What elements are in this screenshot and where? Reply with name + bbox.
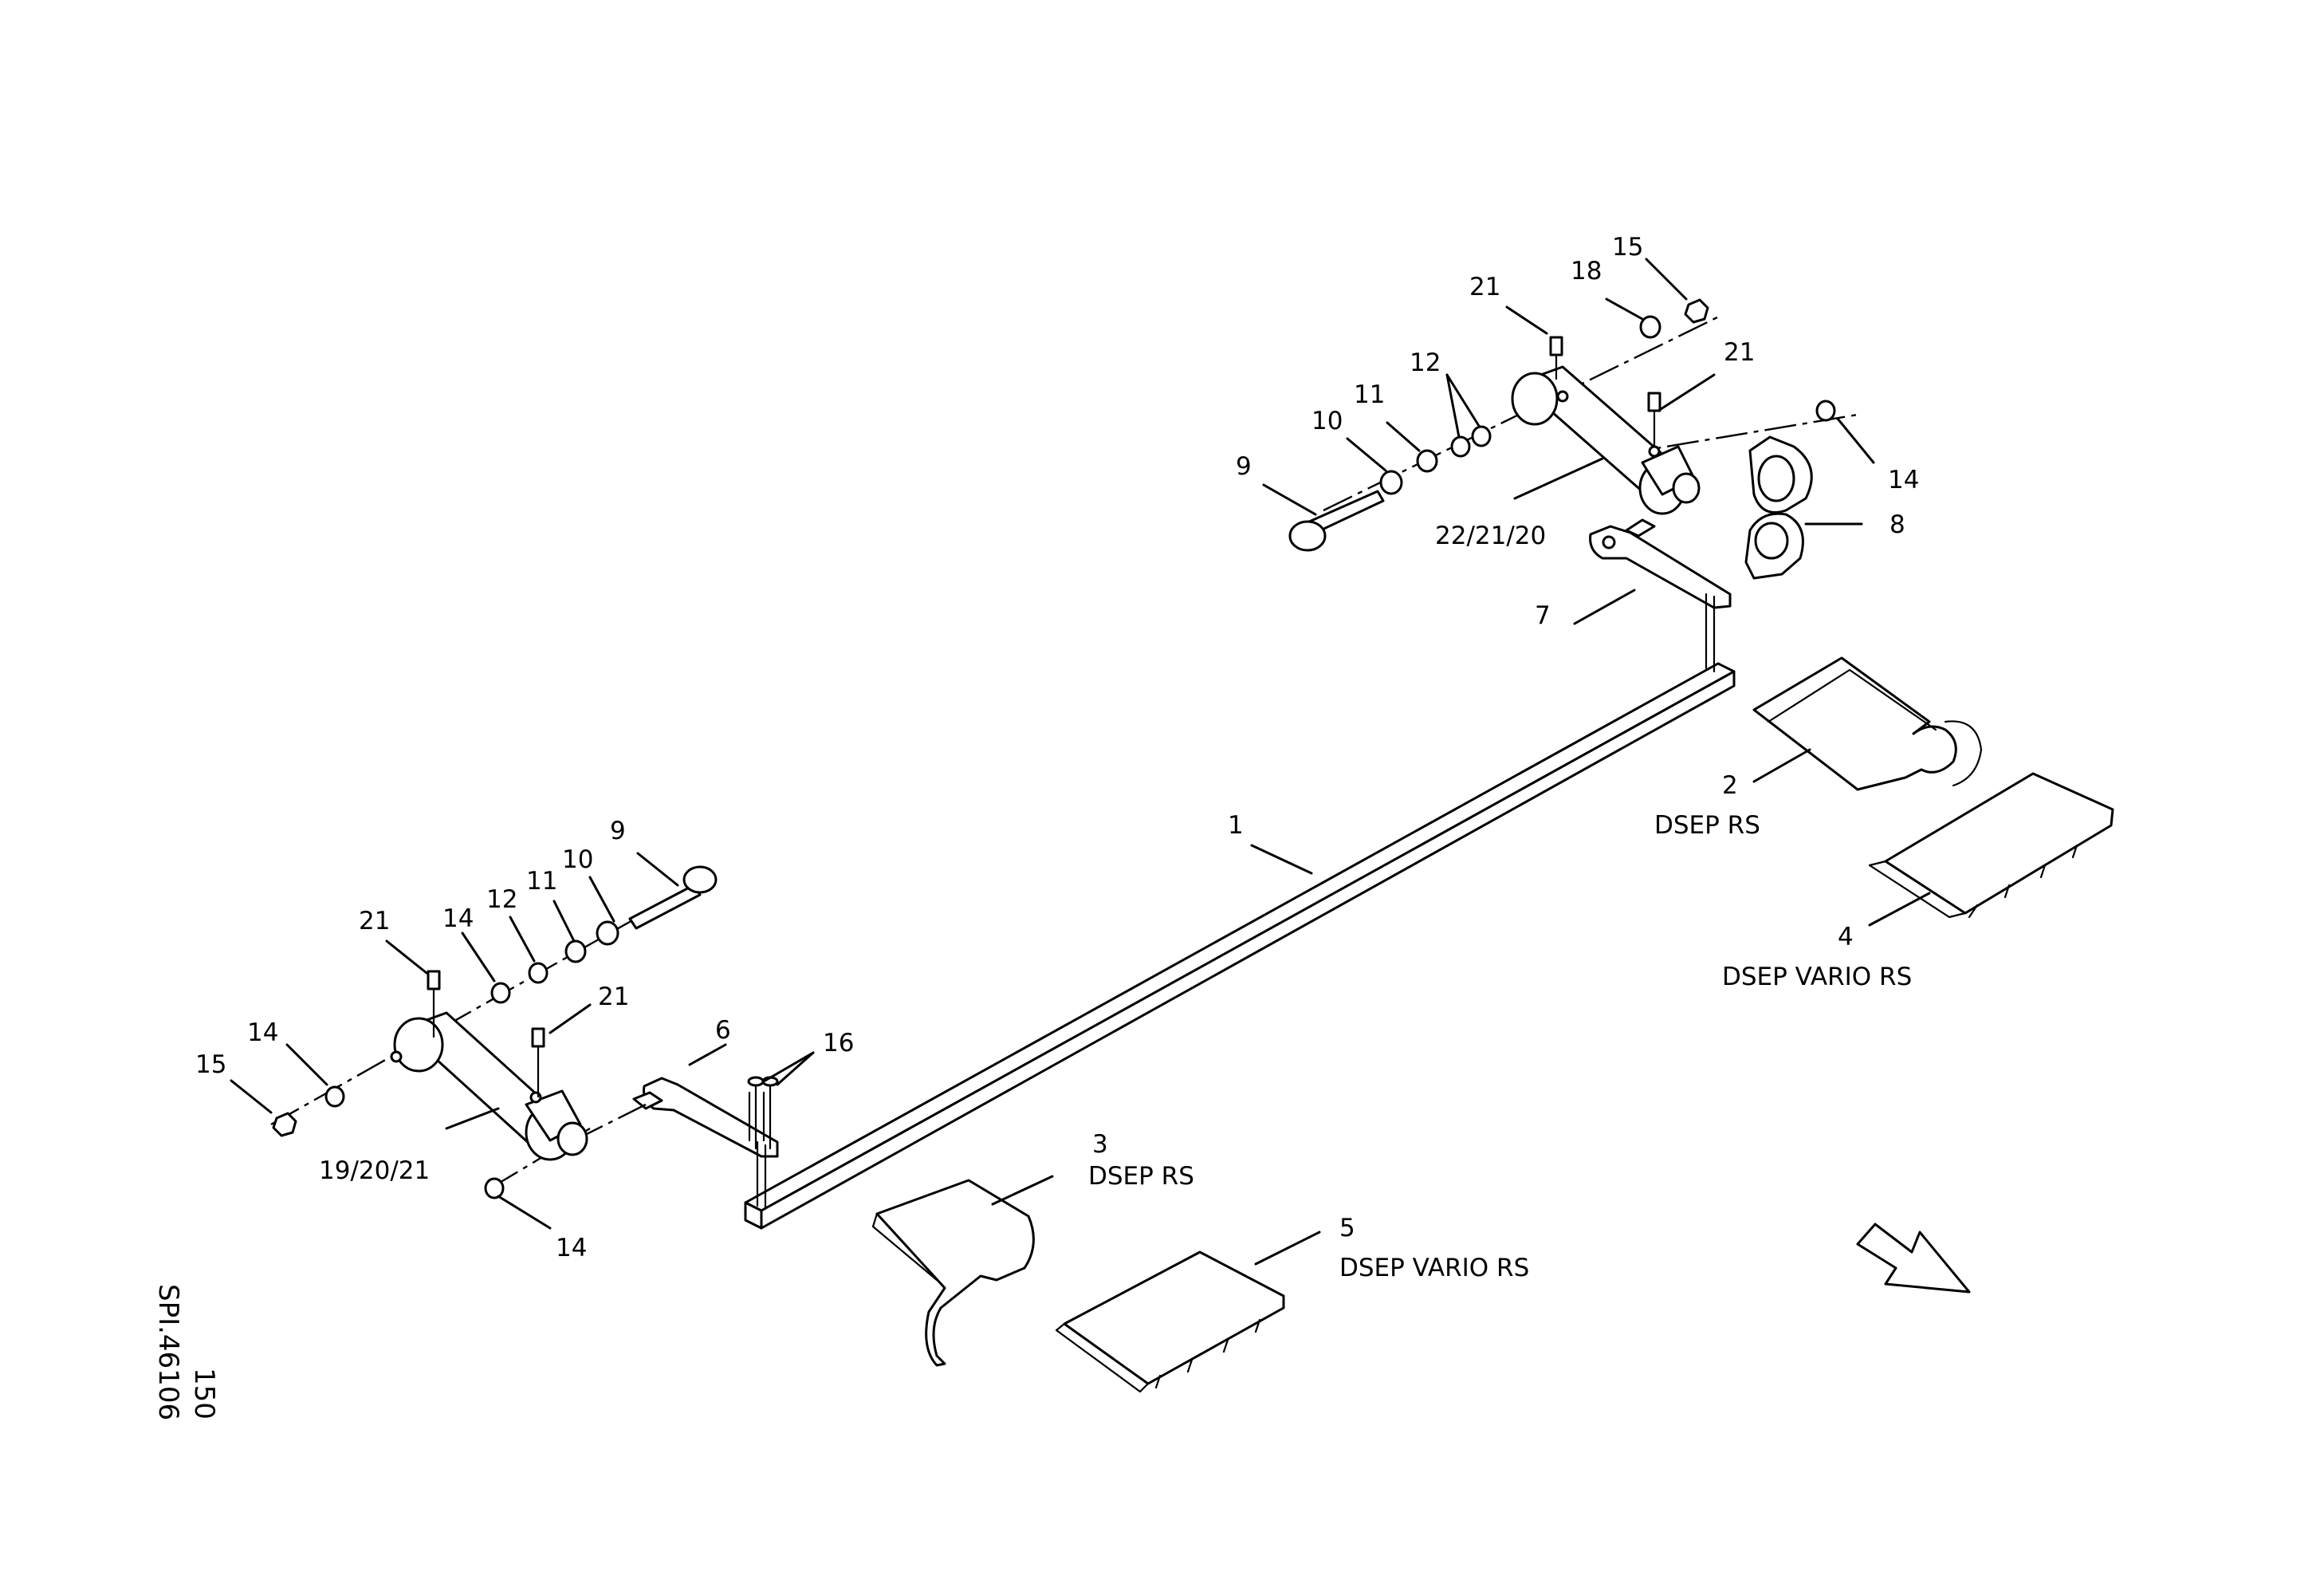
main-beam [744, 648, 1736, 1230]
label-part-8: 8 [1889, 510, 1905, 539]
grease-nipple-21a-left [427, 970, 441, 1038]
label-part-6: 6 [715, 1016, 731, 1045]
left-cylinder-assembly [270, 880, 702, 1190]
washer-11-right [1416, 449, 1438, 473]
nut-15-right [1684, 298, 1709, 324]
label-part-19-20-21: 19/20/21 [319, 1156, 430, 1185]
washer-11-left [564, 939, 587, 963]
label-part-22-21-20: 22/21/20 [1435, 522, 1546, 550]
label-part-15-right: 15 [1612, 233, 1643, 262]
label-part-10-right: 10 [1311, 407, 1343, 435]
washer-14-right [1815, 400, 1836, 422]
drawing-reference: SPI.46106 [152, 1284, 184, 1420]
label-part-3: 3 [1092, 1130, 1108, 1159]
page-number: 150 [188, 1368, 220, 1420]
label-part-10-left: 10 [562, 845, 593, 874]
label-part-14c-left: 14 [556, 1234, 587, 1262]
label-part-21b-right: 21 [1724, 338, 1755, 367]
shield-plate-5 [1055, 1250, 1285, 1393]
shield-plate-4 [1868, 772, 2114, 919]
shield-plate-2 [1752, 656, 1983, 791]
washer-12a-right [1450, 435, 1471, 458]
label-part-1: 1 [1228, 811, 1244, 840]
left-bolt [628, 865, 718, 930]
label-part-11-left: 11 [526, 867, 557, 896]
label-part-2: 2 [1722, 771, 1738, 800]
washer-18-right [1639, 315, 1661, 339]
label-part-12-left: 12 [486, 885, 517, 914]
label-part-15-left: 15 [195, 1050, 226, 1079]
label-part-16: 16 [823, 1029, 854, 1057]
washer-12b-right [1471, 425, 1492, 447]
label-part-9-left: 9 [610, 817, 626, 845]
grease-nipple-21a-right [1549, 336, 1563, 380]
label-part-11-right: 11 [1354, 380, 1385, 409]
label-part-21b-left: 21 [598, 983, 629, 1011]
washer-14c-left [484, 1177, 505, 1199]
label-part-5: 5 [1339, 1214, 1355, 1243]
grease-nipple-21b-left [531, 1027, 545, 1098]
label-part-14b-left: 14 [247, 1018, 278, 1047]
leader-lines [230, 258, 1931, 1266]
label-part-7: 7 [1535, 601, 1551, 630]
right-bolt [1288, 490, 1385, 552]
label-part-14a-left: 14 [442, 904, 474, 933]
label-part-4-name: DSEP VARIO RS [1722, 963, 1912, 991]
label-part-21a-left: 21 [359, 907, 390, 935]
label-part-18-right: 18 [1571, 257, 1602, 286]
label-part-4: 4 [1838, 923, 1854, 951]
label-part-21a-right: 21 [1469, 273, 1500, 301]
nut-15-left [272, 1112, 297, 1137]
washer-14a-left [490, 982, 511, 1004]
right-cylinder-assembly [1323, 313, 1858, 515]
right-bracket-arm [1589, 518, 1732, 654]
washer-10-left [596, 920, 619, 946]
label-part-12-right: 12 [1410, 349, 1441, 377]
label-part-9-right: 9 [1236, 452, 1252, 481]
left-bracket-arm [632, 1077, 779, 1195]
shield-plate-3 [871, 1179, 1035, 1367]
label-part-2-name: DSEP RS [1654, 811, 1760, 840]
label-part-3-name: DSEP RS [1088, 1162, 1194, 1191]
label-part-14-right: 14 [1888, 466, 1919, 494]
grease-nipple-21b-right [1647, 392, 1661, 448]
direction-arrow [1856, 1223, 1971, 1294]
clamp-bracket [1744, 435, 1813, 580]
washer-12-left [528, 962, 549, 984]
washer-14b-left [324, 1085, 345, 1108]
washer-10-right [1379, 470, 1403, 495]
label-part-5-name: DSEP VARIO RS [1339, 1254, 1529, 1282]
